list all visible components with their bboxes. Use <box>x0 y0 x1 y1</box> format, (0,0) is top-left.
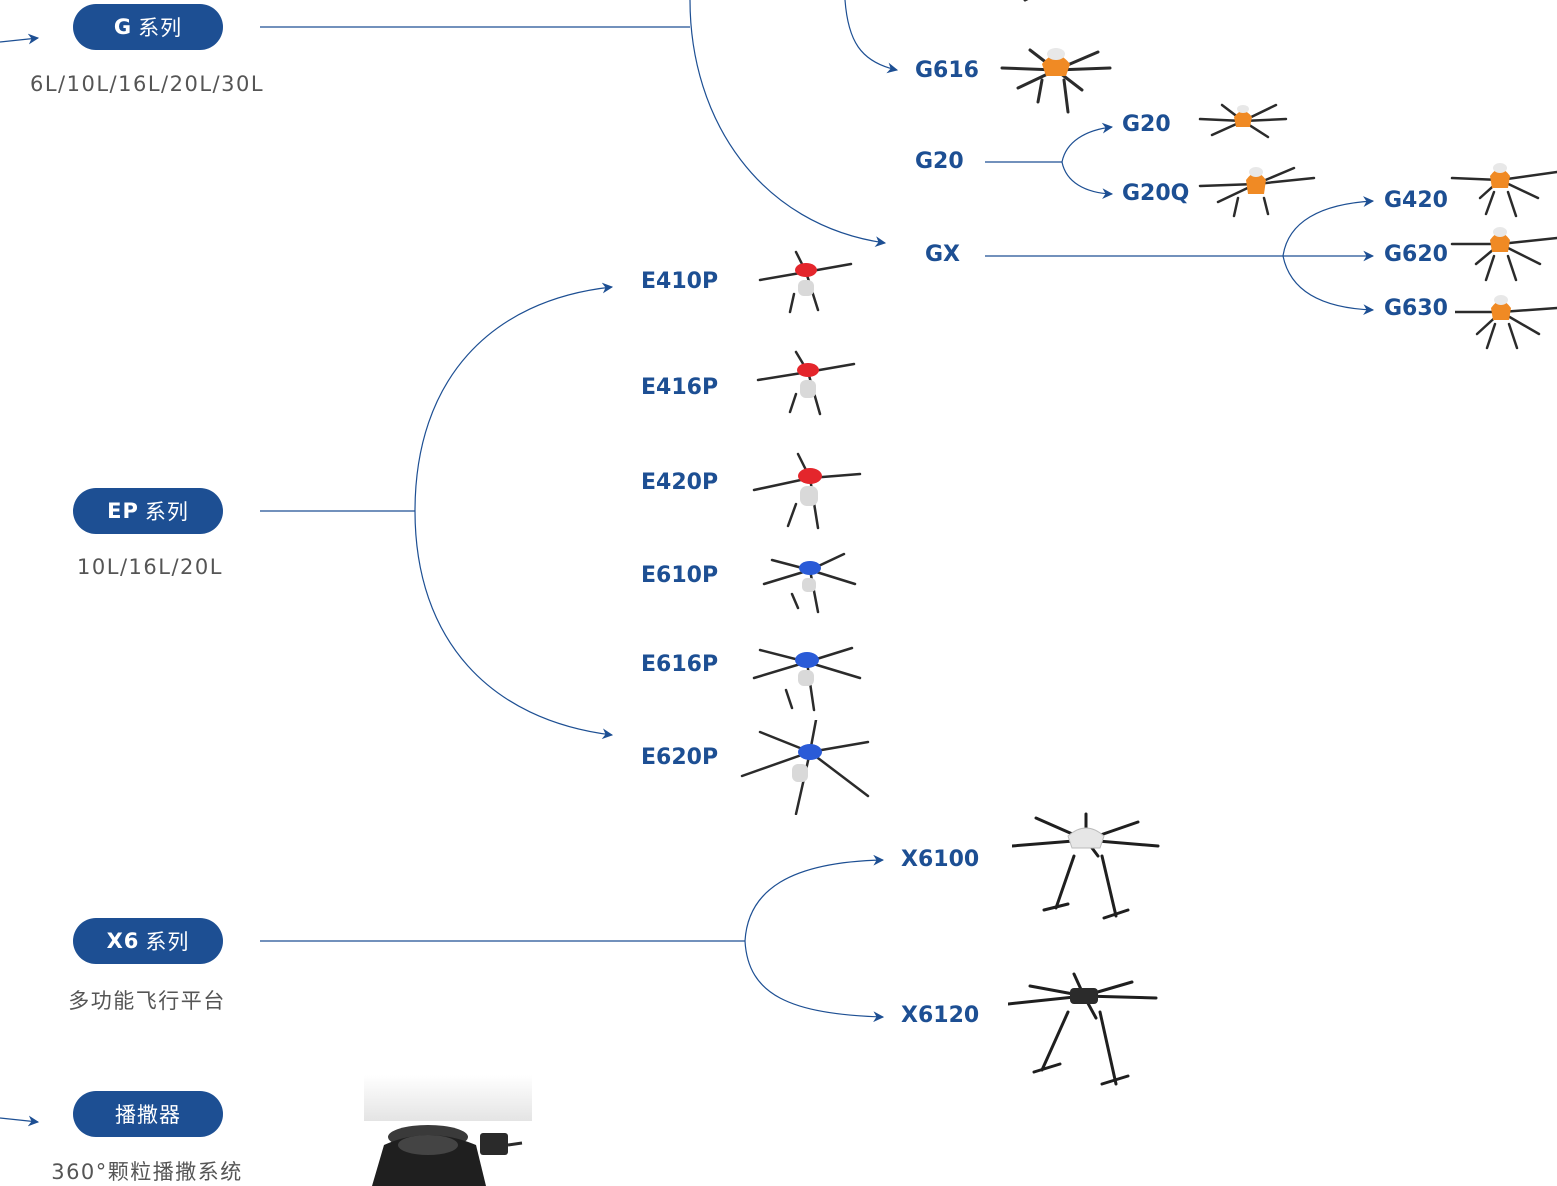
model-e416p[interactable]: E416P <box>641 375 719 400</box>
x6120-branch <box>744 940 885 1023</box>
orange-hexacopter-icon <box>1455 295 1557 350</box>
red-quadcopter-icon <box>752 452 862 530</box>
model-g620[interactable]: G620 <box>1384 242 1448 267</box>
model-x6100[interactable]: X6100 <box>901 847 980 872</box>
model-g20[interactable]: G20 <box>915 149 964 174</box>
blue-hexacopter-icon <box>762 552 857 614</box>
ep-series-suffix: 系列 <box>144 500 189 524</box>
model-g420[interactable]: G420 <box>1384 188 1448 213</box>
spreader-label: 播撒器 <box>115 1103 181 1127</box>
g20-upper-branch <box>1061 122 1114 163</box>
ep-upper-curve <box>414 282 614 512</box>
x6-series-suffix: 系列 <box>145 930 190 954</box>
model-e420p[interactable]: E420P <box>641 470 719 495</box>
model-g630[interactable]: G630 <box>1384 296 1448 321</box>
g-series-code: G <box>113 15 133 39</box>
spreader-description: 360°颗粒播撒系统 <box>51 1160 243 1184</box>
g-series-incoming-arrow <box>0 33 40 45</box>
orange-hexacopter-icon <box>1198 166 1316 218</box>
blue-hexacopter-icon <box>752 646 862 712</box>
model-g20q[interactable]: G20Q <box>1122 181 1190 206</box>
ep-series-capacity: 10L/16L/20L <box>77 555 223 579</box>
spreader-incoming-arrow <box>0 1115 40 1127</box>
spreader-pill[interactable]: 播撒器 <box>73 1091 223 1137</box>
orange-hexacopter-icon <box>1450 227 1557 282</box>
orange-hexacopter-icon <box>1450 163 1557 218</box>
g-series-capacity: 6L/10L/16L/20L/30L <box>29 72 265 96</box>
model-g616[interactable]: G616 <box>915 58 979 83</box>
black-hexacopter-frame-icon <box>1008 972 1158 1086</box>
model-e610p[interactable]: E610P <box>641 563 719 588</box>
blue-hexacopter-icon <box>740 720 870 815</box>
model-g20-variant[interactable]: G20 <box>1122 112 1171 137</box>
model-e616p[interactable]: E616P <box>641 652 719 677</box>
g20q-branch <box>1061 161 1114 200</box>
g-series-suffix: 系列 <box>138 16 183 40</box>
orange-hexacopter-icon <box>1000 48 1112 114</box>
model-x6120[interactable]: X6120 <box>901 1003 980 1028</box>
orange-hexacopter-icon <box>1198 103 1288 139</box>
red-quadcopter-icon <box>758 250 853 314</box>
ep-series-code: EP <box>107 499 139 523</box>
ep-lower-curve <box>414 510 614 740</box>
x6100-branch <box>744 854 885 942</box>
x6-series-description: 多功能飞行平台 <box>68 989 226 1013</box>
granule-spreader-icon <box>364 1075 532 1186</box>
orange-hexacopter-icon <box>1023 0 1029 2</box>
model-gx[interactable]: GX <box>925 242 961 267</box>
g630-branch <box>1282 255 1375 316</box>
g-to-g616-curve <box>844 0 899 74</box>
black-hexacopter-frame-icon <box>1012 812 1160 920</box>
model-e410p[interactable]: E410P <box>641 269 719 294</box>
x6-series-code: X6 <box>106 929 140 953</box>
g420-branch <box>1282 196 1375 257</box>
g-to-gx-curve <box>689 0 887 247</box>
model-e620p[interactable]: E620P <box>641 745 719 770</box>
red-quadcopter-icon <box>756 350 856 416</box>
